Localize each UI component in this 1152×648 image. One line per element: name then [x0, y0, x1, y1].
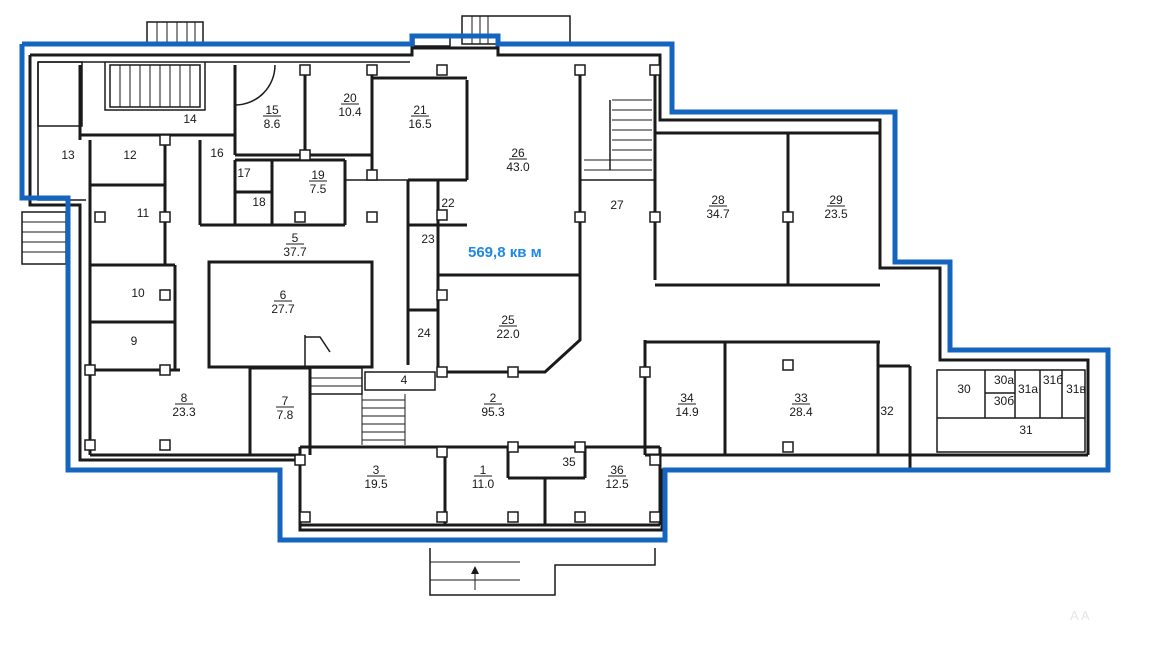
room-number: 29: [829, 193, 843, 207]
room-30a-label: 30а: [994, 373, 1014, 387]
room-17-label: 17: [237, 166, 251, 180]
room-19-label: 197.5: [309, 168, 327, 196]
room-31b-label: 31б: [1043, 373, 1063, 387]
room-9-label: 9: [131, 334, 138, 348]
room-11-label: 11: [137, 206, 150, 220]
room-number: 3: [373, 463, 380, 477]
room-area: 95.3: [481, 405, 505, 419]
top-left-stair: [146, 21, 204, 45]
room-area: 11.0: [472, 477, 495, 491]
inner-walls: [78, 62, 1086, 527]
room-area: 22.0: [496, 327, 520, 341]
room-area: 34.7: [706, 207, 730, 221]
room-13-label: 13: [61, 148, 75, 162]
room-area: 7.8: [277, 408, 294, 422]
room-10-label: 10: [131, 286, 145, 300]
room-number: 20: [343, 91, 357, 105]
room-number: 5: [292, 231, 299, 245]
room-number: 34: [680, 391, 694, 405]
room-number: 26: [511, 146, 525, 160]
room-area: 12.5: [605, 477, 629, 491]
room-area: 37.7: [283, 245, 307, 259]
label-only-rooms: 14 13 12 16 17 18 11 10 9 22 23 27 24 4 …: [61, 112, 1086, 469]
room-4-label: 4: [401, 373, 408, 387]
room-18-label: 18: [252, 195, 266, 209]
room-area: 7.5: [310, 182, 327, 196]
room-32-label: 32: [880, 404, 894, 418]
room-area: 23.3: [172, 405, 196, 419]
room-5-label: 537.7: [283, 231, 307, 259]
room-number: 8: [181, 391, 188, 405]
room-area: 8.6: [264, 117, 281, 131]
leased-area-outline: [19, 33, 1111, 543]
room-number: 19: [311, 168, 325, 182]
room-7-label: 77.8: [276, 394, 294, 422]
room-number: 28: [711, 193, 725, 207]
room-3-label: 319.5: [364, 463, 388, 491]
room-30b-label: 30б: [994, 394, 1014, 408]
room-31a-label: 31а: [1018, 382, 1038, 396]
room-1-label: 111.0: [472, 463, 495, 491]
room-24-label: 24: [417, 326, 431, 340]
bottom-entrance: [429, 548, 656, 596]
left-stair: [21, 211, 67, 265]
room-area: 14.9: [675, 405, 699, 419]
room-number: 33: [794, 391, 808, 405]
room-27-label: 27: [610, 198, 624, 212]
room-6-label: 627.7: [271, 288, 295, 316]
room-area: 16.5: [408, 117, 432, 131]
stair-room-27: [584, 99, 652, 171]
room-area: 43.0: [506, 160, 530, 174]
room-15-label: 158.6: [263, 103, 281, 131]
room-12-label: 12: [123, 148, 137, 162]
columns: [84, 64, 794, 523]
room-35-label: 35: [562, 455, 576, 469]
room-number: 36: [610, 463, 624, 477]
room-22-label: 22: [441, 196, 455, 210]
room-8-label: 823.3: [172, 391, 196, 419]
room-31-label: 31: [1019, 423, 1033, 437]
room-2-label: 295.3: [481, 391, 505, 419]
watermark: A A: [1070, 608, 1090, 623]
room-number: 15: [265, 103, 279, 117]
room-area: 10.4: [338, 105, 362, 119]
total-area-label: 569,8 кв м: [468, 244, 542, 261]
room-area: 27.7: [271, 302, 295, 316]
room-31v-label: 31в: [1066, 382, 1086, 396]
room-area: 19.5: [364, 477, 388, 491]
room-16-label: 16: [210, 146, 224, 160]
room-30-label: 30: [957, 382, 971, 396]
room-number: 7: [282, 394, 289, 408]
room-area: 28.4: [789, 405, 813, 419]
room-number: 6: [280, 288, 287, 302]
room-number: 2: [490, 391, 497, 405]
room-number: 21: [413, 103, 427, 117]
room-number: 1: [480, 463, 487, 477]
room-23-label: 23: [421, 232, 435, 246]
stair-room-14: [109, 64, 201, 108]
room-number: 25: [501, 313, 515, 327]
room-area: 23.5: [824, 207, 848, 221]
room-14-label: 14: [183, 112, 197, 126]
